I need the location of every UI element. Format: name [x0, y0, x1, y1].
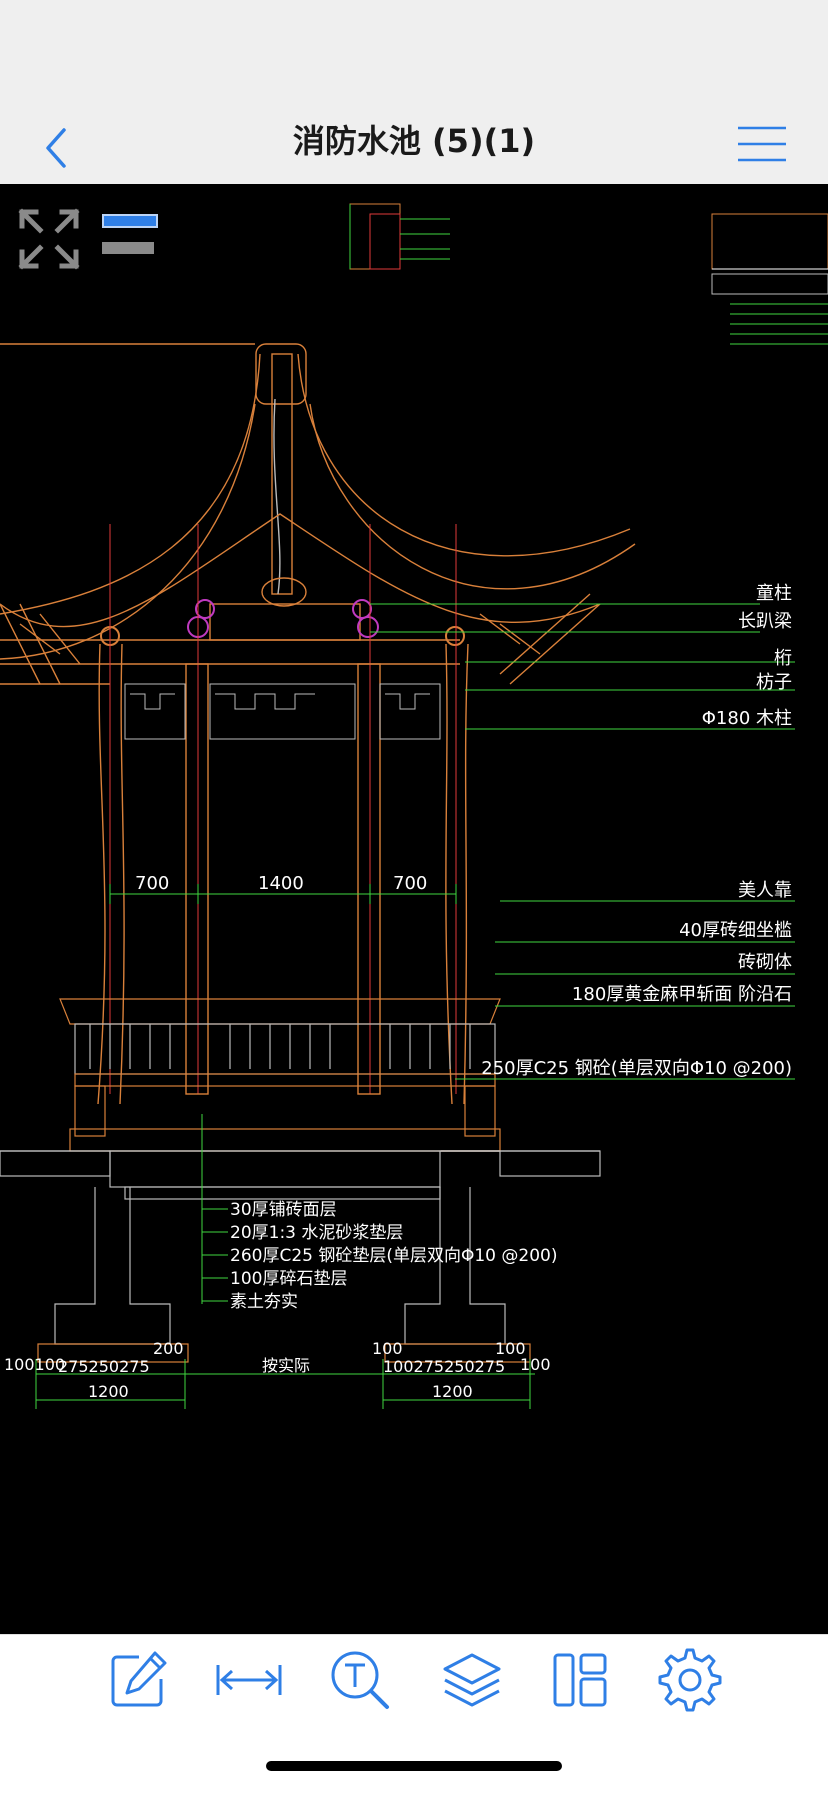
label-heng: 桁 — [774, 648, 792, 669]
status-bar — [0, 0, 828, 110]
layer-toggle-active[interactable] — [102, 214, 158, 228]
text-search-icon — [331, 1651, 389, 1709]
layer-toggle-inactive[interactable] — [102, 242, 154, 254]
layer-label-soil: 素土夯实 — [230, 1292, 298, 1312]
label-changpaliang: 长趴梁 — [738, 611, 792, 632]
label-tongzhu: 童柱 — [756, 583, 792, 604]
detail-thumbnail-right — [711, 213, 828, 345]
label-zuokan: 40厚砖细坐槛 — [679, 920, 792, 941]
label-column: Φ180 木柱 — [702, 708, 792, 729]
cad-drawing-canvas[interactable]: 700 1400 700 — [0, 184, 828, 1634]
detail-thumbnail-top — [349, 203, 450, 270]
menu-button[interactable] — [736, 122, 788, 166]
dim-right-mid: 100275250275 — [383, 1357, 505, 1376]
text-search-button[interactable] — [325, 1645, 395, 1715]
home-indicator — [266, 1761, 562, 1771]
dim-right-100b: 100 — [495, 1339, 526, 1358]
gear-icon — [658, 1648, 722, 1712]
layer-label-concrete: 260厚C25 钢砼垫层(单层双向Φ10 @200) — [230, 1246, 557, 1266]
dim-left-100100: 100100 — [4, 1355, 65, 1374]
columns — [97, 643, 469, 1105]
document-title: 消防水池 (5)(1) — [292, 122, 536, 160]
edit-tool-button[interactable] — [103, 1645, 173, 1715]
layers-icon — [443, 1653, 501, 1707]
label-fangzi: 枋子 — [756, 672, 792, 693]
leader-lines-left — [201, 1114, 228, 1304]
lattice-panels — [124, 683, 441, 740]
foundation — [0, 1128, 601, 1363]
expand-arrows-icon[interactable] — [14, 204, 84, 274]
dim-right-100a: 100 — [372, 1339, 403, 1358]
hamburger-menu-icon — [738, 126, 786, 162]
dim-left-1200: 1200 — [88, 1382, 129, 1401]
label-meirenkao: 美人靠 — [738, 880, 792, 901]
bottom-toolbar — [0, 1634, 828, 1793]
layout-panels-icon — [553, 1653, 607, 1707]
cad-drawing: 700 1400 700 — [0, 203, 828, 1409]
dimension-arrows-icon — [216, 1665, 282, 1695]
dim-center: 按实际 — [262, 1356, 310, 1375]
label-stone-step: 180厚黄金麻甲斩面 阶沿石 — [572, 984, 792, 1005]
chevron-left-icon — [46, 128, 66, 168]
navigation-bar: 消防水池 (5)(1) — [0, 110, 828, 185]
pavilion-roof — [0, 343, 636, 685]
dim-700-left: 700 — [135, 873, 169, 894]
measure-tool-button[interactable] — [214, 1645, 284, 1715]
settings-button[interactable] — [655, 1645, 725, 1715]
top-dimension-line — [109, 884, 457, 904]
dim-left-200: 200 — [153, 1339, 184, 1358]
dim-1400: 1400 — [258, 873, 304, 894]
label-brickwork: 砖砌体 — [738, 952, 792, 973]
leader-lines-right — [370, 603, 795, 1080]
dim-right-100c: 100 — [520, 1355, 551, 1374]
dim-right-1200: 1200 — [432, 1382, 473, 1401]
label-concrete-wall: 250厚C25 钢砼(单层双向Φ10 @200) — [481, 1058, 792, 1079]
layout-button[interactable] — [545, 1645, 615, 1715]
view-tools — [14, 204, 164, 274]
back-button[interactable] — [28, 118, 88, 178]
layer-label-brick: 30厚铺砖面层 — [230, 1200, 337, 1220]
bottom-dimension-lines — [35, 1359, 535, 1409]
purlin-circles — [100, 599, 465, 646]
pencil-edit-icon — [111, 1651, 167, 1707]
dim-700-right: 700 — [393, 873, 427, 894]
layers-button[interactable] — [437, 1645, 507, 1715]
bench-railing — [59, 998, 501, 1137]
layer-label-gravel: 100厚碎石垫层 — [230, 1269, 347, 1289]
layer-label-mortar: 20厚1:3 水泥砂浆垫层 — [230, 1223, 403, 1243]
dim-left-275250275: 275250275 — [58, 1357, 150, 1376]
column-centerlines — [109, 524, 457, 1094]
